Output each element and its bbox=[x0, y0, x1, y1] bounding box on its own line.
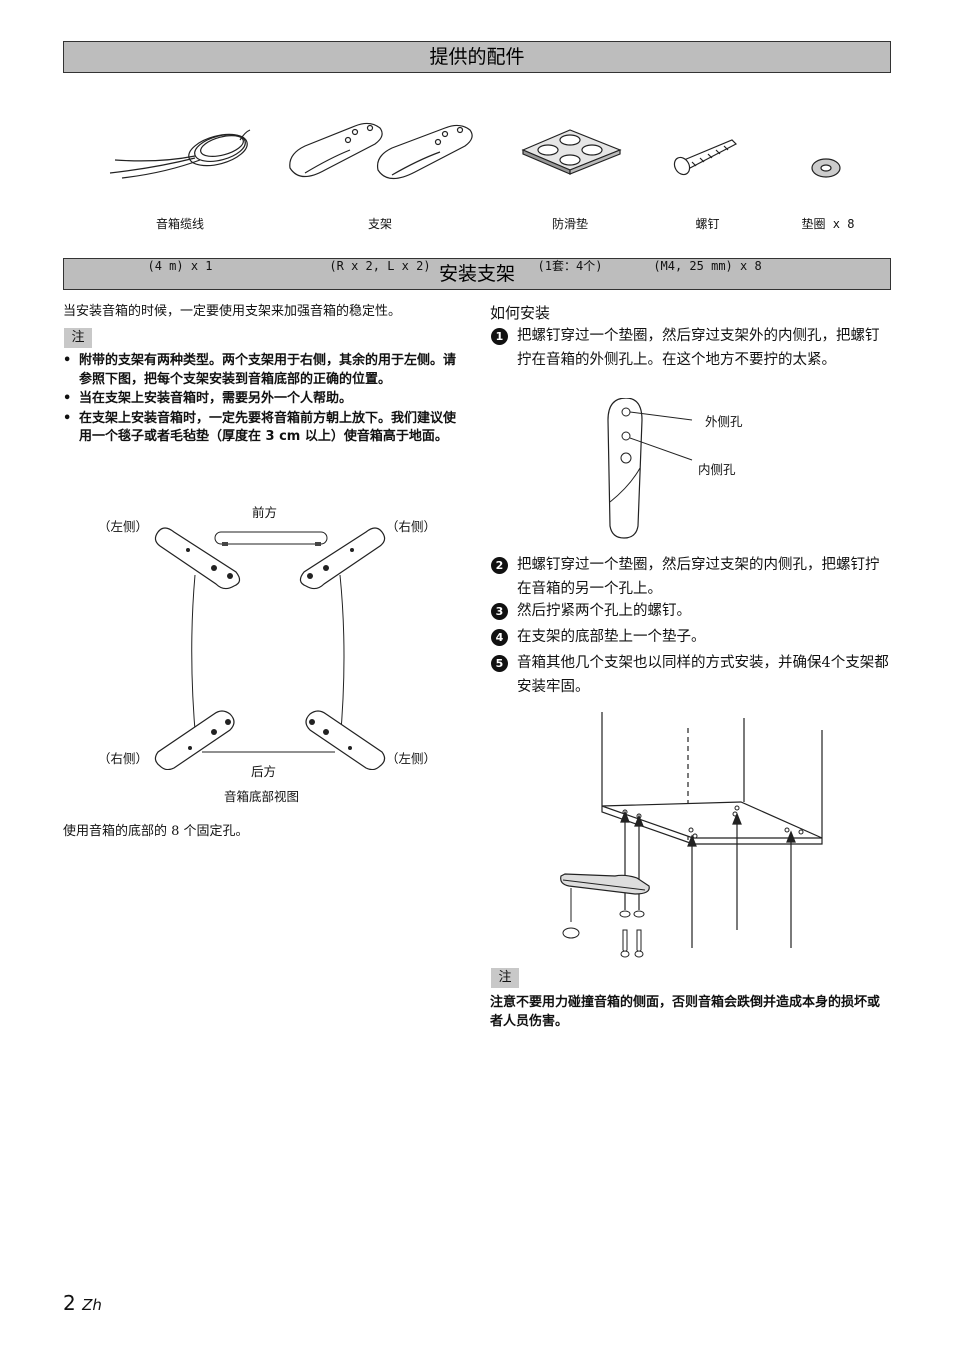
accessory-cable-name: 音箱缆线 bbox=[155, 217, 204, 231]
outer-hole-label: 外侧孔 bbox=[705, 414, 743, 429]
installation-diagram bbox=[560, 712, 823, 958]
step-number: 3 bbox=[491, 603, 508, 620]
accessory-stand: 支架 (R x 2, L x 2) bbox=[310, 189, 450, 287]
screw-image bbox=[673, 139, 738, 176]
step-number: 4 bbox=[491, 629, 508, 646]
accessory-screw: 螺钉 (M4, 25 mm) x 8 bbox=[645, 189, 770, 287]
diagram-left-top-label: （左侧） bbox=[98, 519, 149, 534]
step-number: 1 bbox=[491, 328, 508, 345]
diagram-caption: 音箱底部视图 bbox=[224, 789, 300, 804]
note-item: 当在支架上安装音箱时，需要另外一个人帮助。 bbox=[63, 390, 465, 409]
step-number: 2 bbox=[491, 557, 508, 574]
accessory-washer: 垫圈 x 8 bbox=[788, 189, 868, 245]
note-item: 附带的支架有两种类型。两个支架用于右侧，其余的用于左侧。请参照下图，把每个支架安… bbox=[63, 352, 465, 389]
step-number: 5 bbox=[491, 655, 508, 672]
diagram-right-bottom-label: （右侧） bbox=[98, 751, 149, 766]
accessory-cable-qty: (4 m) x 1 bbox=[147, 259, 213, 273]
page-number: 2 bbox=[63, 1291, 76, 1315]
step-4: 4 在支架的底部垫上一个垫子。 bbox=[491, 625, 891, 649]
step-text: 在支架的底部垫上一个垫子。 bbox=[517, 629, 706, 645]
language-code: Zh bbox=[82, 1296, 102, 1314]
accessory-washer-name: 垫圈 x 8 bbox=[801, 217, 855, 231]
stand-right-image bbox=[289, 122, 383, 178]
diagram-front-label: 前方 bbox=[252, 505, 278, 520]
step-2: 2 把螺钉穿过一个垫圈，然后穿过支架的内侧孔，把螺钉拧在音箱的另一个孔上。 bbox=[491, 553, 891, 601]
accessory-cable: 音箱缆线 (4 m) x 1 bbox=[120, 189, 240, 287]
step-5: 5 音箱其他几个支架也以同样的方式安装，并确保4个支架都安装牢固。 bbox=[491, 651, 891, 699]
intro-text: 当安装音箱的时候，一定要使用支架来加强音箱的稳定性。 bbox=[63, 304, 402, 319]
anti-slip-pads-image bbox=[521, 129, 622, 175]
page-footer: 2 Zh bbox=[63, 1291, 102, 1315]
step-text: 把螺钉穿过一个垫圈，然后穿过支架外的内侧孔，把螺钉拧在音箱的外侧孔上。在这个地方… bbox=[517, 328, 880, 368]
note-tag-left: 注 bbox=[64, 328, 92, 348]
outro-text: 使用音箱的底部的 8 个固定孔。 bbox=[63, 824, 249, 839]
accessory-screw-qty: (M4, 25 mm) x 8 bbox=[653, 259, 762, 273]
accessories-section-title: 提供的配件 bbox=[63, 41, 891, 73]
diagram-left-bottom-label: （左侧） bbox=[386, 751, 437, 766]
accessories-illustrations bbox=[109, 122, 841, 180]
how-to-install-title: 如何安装 bbox=[490, 304, 551, 322]
step-text: 把螺钉穿过一个垫圈，然后穿过支架的内侧孔，把螺钉拧在音箱的另一个孔上。 bbox=[517, 557, 880, 597]
washer-image bbox=[811, 158, 841, 178]
note-tag-right: 注 bbox=[491, 968, 519, 988]
diagram-rear-label: 后方 bbox=[251, 764, 277, 779]
accessory-pads: 防滑垫 (1套：4个) bbox=[510, 189, 630, 287]
accessory-pads-qty: (1套：4个) bbox=[537, 259, 603, 273]
diagram-right-top-label: （右侧） bbox=[386, 519, 437, 534]
speaker-bottom-diagram bbox=[154, 527, 386, 770]
bracket-holes-diagram bbox=[607, 398, 693, 539]
accessory-stand-name: 支架 bbox=[367, 217, 392, 231]
note-item: 在支架上安装音箱时，一定先要将音箱前方朝上放下。我们建议使用一个毯子或者毛毡垫（… bbox=[63, 410, 465, 447]
install-section-title: 安装支架 bbox=[63, 258, 891, 290]
step-text: 音箱其他几个支架也以同样的方式安装，并确保4个支架都安装牢固。 bbox=[517, 655, 889, 695]
notes-list: 附带的支架有两种类型。两个支架用于右侧，其余的用于左侧。请参照下图，把每个支架安… bbox=[63, 352, 465, 448]
speaker-cable-image bbox=[109, 129, 251, 179]
accessory-stand-qty: (R x 2, L x 2) bbox=[329, 259, 431, 273]
accessory-screw-name: 螺钉 bbox=[695, 217, 720, 231]
step-3: 3 然后拧紧两个孔上的螺钉。 bbox=[491, 599, 891, 623]
step-1: 1 把螺钉穿过一个垫圈，然后穿过支架外的内侧孔，把螺钉拧在音箱的外侧孔上。在这个地… bbox=[491, 324, 891, 372]
warning-text: 注意不要用力碰撞音箱的侧面，否则音箱会跌倒并造成本身的损坏或者人员伤害。 bbox=[490, 995, 881, 1029]
step-text: 然后拧紧两个孔上的螺钉。 bbox=[517, 603, 691, 619]
stand-left-image bbox=[376, 124, 473, 180]
accessory-pads-name: 防滑垫 bbox=[551, 217, 588, 231]
inner-hole-label: 内侧孔 bbox=[698, 462, 736, 477]
